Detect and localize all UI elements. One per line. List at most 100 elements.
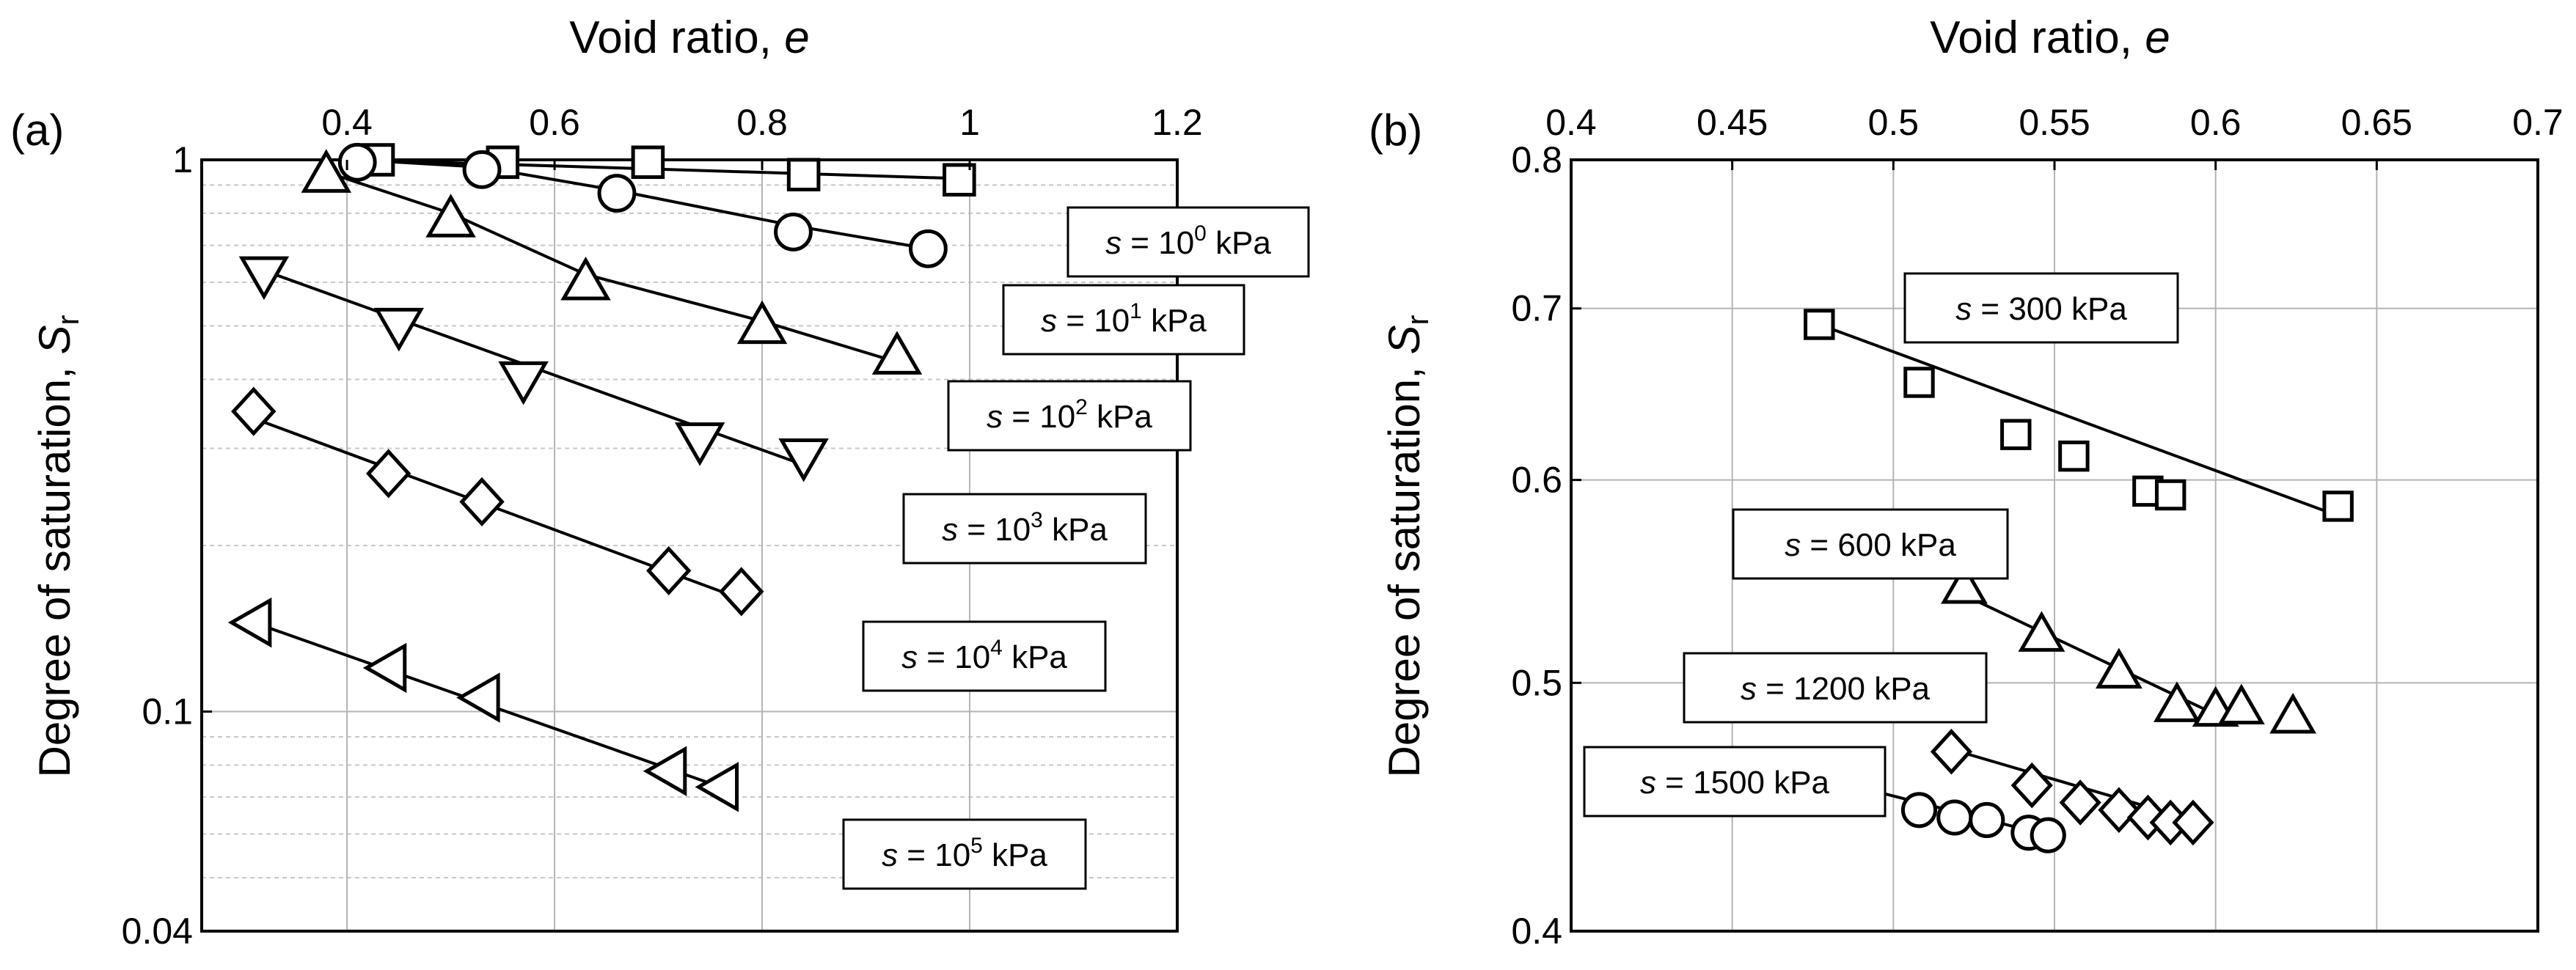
- panel-a-triangle-down-marker-series-4: [498, 361, 549, 405]
- panel-a-circle-marker-series-2: [597, 174, 637, 213]
- panel-a-series-label-box: [862, 620, 1107, 692]
- panel-a-square-marker-series-1: [943, 163, 976, 197]
- panel-b-square-marker-series-1: [2000, 419, 2032, 450]
- panel-b-y-axis-title: Degree of saturation, Sr: [1380, 315, 1435, 777]
- panel-a-triangle-up-marker-series-3: [871, 331, 923, 375]
- panel-a-fit-lines: [253, 158, 959, 789]
- x-tick-label: 0.7: [2512, 102, 2564, 143]
- panel-a-series-label-box: [1002, 284, 1245, 356]
- panel-b-x-ticks: 0.4 0.45 0.5 0.55 0.6 0.65 0.7: [1545, 102, 2564, 170]
- panel-a-diamond-marker-series-5: [459, 477, 505, 527]
- panel-b-circle-marker-series-4: [1900, 792, 1938, 828]
- panel-b-triangle-up-marker-series-2: [2018, 611, 2065, 652]
- panel-b-series-label-box: [1903, 272, 2179, 344]
- panel-a-square-marker-series-1: [631, 145, 665, 180]
- panel-a-series-label: s = 105 kPa: [882, 834, 1047, 873]
- panel-b-triangle-up-marker-series-2: [1941, 562, 1988, 604]
- panel-b-tag: (b): [1369, 106, 1422, 155]
- x-tick-label: 0.4: [1545, 102, 1597, 143]
- panel-b-series-label-box: [1583, 746, 1887, 817]
- panel-a-series-label-box: [1066, 206, 1310, 278]
- x-tick-label: 0.5: [1868, 102, 1920, 143]
- panel-a-plot-frame: [200, 158, 1179, 933]
- panel-b-square-marker-series-1: [2154, 479, 2187, 511]
- panel-b-series-label: s = 1500 kPa: [1640, 765, 1830, 801]
- panel-a-diamond-marker-series-5: [719, 567, 764, 617]
- panel-a-triangle-up-marker-series-3: [301, 149, 352, 193]
- panel-a-y-axis-title: Degree of saturation, Sr: [30, 315, 85, 777]
- panel-a-triangle-down-marker-series-4: [373, 307, 425, 352]
- panel-b-circle-marker-series-4: [2030, 817, 2066, 853]
- panel-a-series-label: s = 104 kPa: [901, 636, 1067, 675]
- panel-b-triangle-up-marker-series-2: [2269, 692, 2317, 734]
- panel-b-square-marker-series-1: [1903, 367, 1935, 398]
- x-tick-label: 0.8: [736, 102, 788, 143]
- panel-b-diamond-marker-series-3: [1930, 728, 1972, 775]
- panel-a-triangle-up-marker-series-3: [560, 257, 611, 301]
- y-tick-label: 0.6: [1511, 460, 1562, 501]
- panel-a-circle-marker-series-2: [909, 229, 948, 268]
- panel-b-circle-marker-series-4: [1969, 801, 2005, 839]
- x-tick-label: 0.65: [2341, 102, 2412, 143]
- y-tick-label: 0.5: [1511, 662, 1562, 703]
- panel-a-series-label-box: [902, 493, 1147, 565]
- panel-a-series-label: s = 102 kPa: [987, 395, 1152, 435]
- panel-a-diamond-marker-series-5: [231, 386, 277, 436]
- panel-a-series-label: s = 101 kPa: [1041, 299, 1207, 339]
- panel-b: 0.4 0.45 0.5 0.55 0.6 0.65 0.7 0.8 0.7 0.6 0.5 0.4…: [1369, 12, 2564, 952]
- panel-a-series-label: s = 103 kPa: [942, 508, 1108, 548]
- panel-b-triangle-up-marker-series-2: [2095, 647, 2143, 689]
- x-tick-label: 0.45: [1697, 102, 1768, 143]
- panel-b-series-label: s = 1200 kPa: [1741, 671, 1931, 707]
- panel-b-y-ticks: 0.80.70.60.50.4: [1511, 139, 1581, 952]
- x-tick-label: 0.4: [321, 102, 373, 143]
- y-tick-label: 0.04: [122, 911, 193, 952]
- panel-b-markers: [1804, 309, 2354, 853]
- panel-a-tag: (a): [10, 106, 64, 155]
- x-tick-label: 0.55: [2019, 102, 2090, 143]
- panel-a-triangle-left-marker-series-6: [362, 642, 407, 694]
- panel-a-markers: [227, 142, 976, 812]
- panel-b-triangle-up-marker-series-2: [2217, 683, 2265, 724]
- y-tick-label: 1: [172, 139, 193, 180]
- panel-a-triangle-left-marker-series-6: [456, 672, 500, 723]
- panel-b-series-label: s = 300 kPa: [1955, 291, 2127, 327]
- panel-a-y-ticks: 1 0.1 0.04: [122, 139, 212, 952]
- x-tick-label: 1: [959, 102, 980, 143]
- panel-a-triangle-up-marker-series-3: [736, 300, 788, 345]
- panel-b-x-axis-title: Void ratio, e: [1930, 12, 2170, 63]
- panel-b-fit-lines: [1818, 323, 2339, 837]
- y-tick-label: 0.8: [1511, 139, 1562, 180]
- panel-b-fit-line-series-1: [1818, 323, 2339, 518]
- panel-a-grid: [202, 160, 1177, 931]
- panel-b-series-label-box: [1732, 508, 2009, 580]
- x-tick-label: 0.6: [2190, 102, 2242, 143]
- y-tick-label: 0.4: [1511, 911, 1562, 952]
- panel-a-series-label: s = 100 kPa: [1105, 221, 1271, 261]
- panel-a-circle-marker-series-2: [774, 212, 813, 251]
- panel-a-series-label-box: [842, 818, 1087, 890]
- panel-b-diamond-marker-series-3: [2172, 799, 2214, 846]
- panel-a-triangle-left-marker-series-6: [643, 746, 687, 796]
- panel-b-diamond-marker-series-3: [2126, 794, 2169, 841]
- panel-b-diamond-marker-series-3: [2010, 762, 2053, 809]
- panel-b-square-marker-series-1: [2058, 440, 2090, 472]
- panel-a-diamond-marker-series-5: [365, 449, 411, 499]
- panel-a-triangle-down-marker-series-4: [778, 438, 829, 482]
- y-tick-label: 0.1: [142, 691, 193, 732]
- panel-b-triangle-up-marker-series-2: [2154, 681, 2200, 722]
- panel-a-triangle-down-marker-series-4: [238, 256, 290, 301]
- panel-b-square-marker-series-1: [2322, 490, 2354, 522]
- panel-a-x-axis-title: Void ratio, e: [569, 12, 809, 63]
- panel-a-circle-marker-series-2: [337, 142, 377, 182]
- x-tick-label: 0.6: [529, 102, 580, 143]
- panel-a-triangle-down-marker-series-4: [674, 422, 725, 466]
- panel-a-circle-marker-series-2: [462, 150, 502, 189]
- panel-a-triangle-up-marker-series-3: [425, 194, 476, 238]
- panel-a-square-marker-series-1: [786, 158, 821, 192]
- panel-b-diamond-marker-series-3: [2098, 787, 2140, 834]
